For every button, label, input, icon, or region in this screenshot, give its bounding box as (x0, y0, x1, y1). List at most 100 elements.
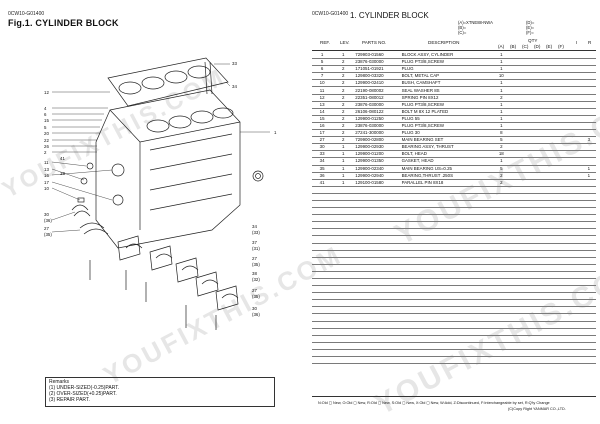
cell-empty (507, 285, 520, 294)
cell-lev: 2 (332, 136, 355, 145)
cell-empty (567, 207, 582, 216)
cell-empty (495, 235, 508, 244)
cell-empty (519, 200, 532, 209)
cell-empty (400, 243, 496, 251)
cell-empty (312, 214, 333, 223)
cell-r (581, 79, 596, 88)
cell-empty (543, 335, 556, 343)
cell-qty-empty (519, 94, 532, 102)
cell-empty (555, 207, 568, 216)
cell-empty (519, 257, 532, 265)
svg-text:(35): (35) (252, 294, 260, 299)
cell-empty (312, 278, 333, 287)
svg-text:(36): (36) (44, 218, 52, 223)
table-row-empty (312, 221, 596, 230)
cell-empty (543, 214, 556, 223)
cell-empty (555, 292, 568, 301)
cell-empty (543, 278, 556, 287)
header-description: DESCRIPTION (428, 40, 460, 45)
cell-description: SEAL WASHER 8S (400, 86, 496, 95)
cell-empty (581, 200, 596, 209)
main-bearing-upper (79, 222, 105, 229)
cell-i (567, 179, 582, 187)
svg-text:10: 10 (44, 186, 49, 191)
cell-empty (400, 306, 496, 315)
cell-description: PARALLEL PIN 8X18 (400, 179, 496, 187)
cell-qty-empty (531, 108, 544, 116)
cell-empty (332, 214, 355, 223)
cell-empty (312, 271, 333, 280)
cell-qty-empty (543, 58, 556, 67)
cell-empty (507, 349, 520, 358)
cell-empty (519, 221, 532, 230)
cell-qty-a: 5 (495, 165, 508, 173)
cell-qty-a: 1 (495, 115, 508, 123)
cell-empty (507, 292, 520, 301)
cell-qty-empty (531, 172, 544, 180)
cell-empty (581, 271, 596, 280)
cell-qty-empty (555, 79, 568, 88)
header-col-d: (D) (534, 44, 541, 49)
cell-qty-empty (531, 79, 544, 88)
cell-qty-empty (519, 172, 532, 180)
cell-empty (581, 221, 596, 230)
cell-empty (543, 349, 556, 358)
table-row-empty (312, 250, 596, 258)
cell-empty (312, 313, 333, 322)
cell-empty (507, 214, 520, 223)
cell-empty (567, 257, 582, 265)
cell-qty-empty (543, 136, 556, 145)
model-notes-left: (A)=XTNE88-NWA (B)= (C)= (458, 20, 493, 36)
cell-empty (400, 186, 496, 194)
cell-empty (354, 243, 401, 251)
model-note: (A)=XTNE88-NWA (458, 20, 493, 25)
cell-empty (543, 285, 556, 294)
svg-text:5: 5 (44, 125, 47, 130)
cell-qty-empty (507, 179, 520, 187)
cell-empty (555, 257, 568, 265)
cell-ref: 27 (312, 136, 333, 145)
cell-qty-empty (507, 143, 520, 152)
cell-empty (519, 186, 532, 194)
cell-empty (312, 299, 333, 308)
svg-text:41: 41 (60, 156, 65, 161)
cell-ref: 12 (312, 94, 333, 102)
cell-lev: 1 (332, 172, 355, 180)
cell-lev: 2 (332, 94, 355, 102)
cell-qty-empty (531, 179, 544, 187)
cell-empty (581, 278, 596, 287)
table-row-empty (312, 228, 596, 237)
table-row-empty (312, 285, 596, 294)
cell-lev: 1 (332, 165, 355, 173)
cell-ref: 15 (312, 115, 333, 123)
cell-empty (543, 356, 556, 365)
cell-empty (555, 285, 568, 294)
cell-qty-a: 5 (495, 136, 508, 145)
cell-qty-empty (507, 157, 520, 166)
cell-lev: 2 (332, 115, 355, 123)
cell-description: BEARING ASSY, THRUST (400, 143, 496, 152)
cell-ref: 41 (312, 179, 333, 187)
cell-qty-empty (543, 129, 556, 138)
cell-description: MAIN BEARING US=0.25 (400, 165, 496, 173)
cell-qty-empty (555, 150, 568, 159)
legend-footer: N:Old ◻ New, O:Old ◻ New, R:Old ◻ New, S… (318, 401, 550, 405)
cell-empty (581, 328, 596, 336)
cell-r (581, 179, 596, 187)
cell-empty (555, 271, 568, 280)
cell-empty (519, 207, 532, 216)
cell-empty (354, 299, 401, 308)
cell-qty-a: 1 (495, 122, 508, 131)
cell-i (567, 172, 582, 180)
cell-empty (354, 207, 401, 216)
cell-empty (519, 356, 532, 365)
cell-qty-empty (555, 65, 568, 74)
cell-empty (400, 264, 496, 272)
cell-empty (400, 250, 496, 258)
cell-r (581, 122, 596, 131)
